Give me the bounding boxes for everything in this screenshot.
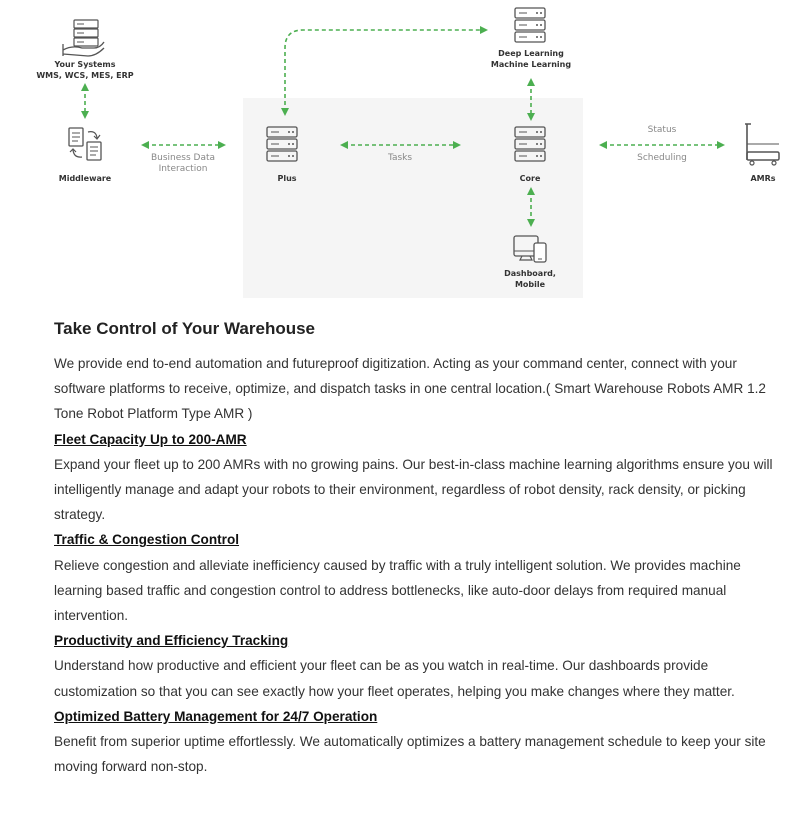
tasks-label: Tasks — [387, 153, 413, 163]
plus-label: Plus — [277, 174, 297, 183]
platform-panel — [243, 98, 583, 298]
business-data-label-2: Interaction — [158, 164, 208, 174]
core-label: Core — [519, 174, 541, 183]
status-label: Status — [647, 125, 677, 135]
diagram-graphics — [62, 7, 780, 298]
your-systems-title: Your Systems — [54, 60, 116, 69]
machine-learning-label: Machine Learning — [490, 60, 572, 69]
robot-icon — [745, 123, 780, 166]
middleware-label: Middleware — [58, 174, 112, 183]
connector-plus-deeplearning — [281, 26, 488, 116]
section-heading-productivity[interactable]: Productivity and Efficiency Tracking — [54, 633, 289, 649]
intro-paragraph: We provide end to-end automation and fut… — [54, 356, 766, 422]
section-body-productivity: Understand how productive and efficient … — [54, 658, 735, 699]
article-title: Take Control of Your Warehouse — [54, 319, 316, 338]
section-body-fleet-capacity: Expand your fleet up to 200 AMRs with no… — [54, 456, 773, 523]
article: Take Control of Your Warehouse We provid… — [54, 318, 774, 779]
section-heading-fleet-capacity[interactable]: Fleet Capacity Up to 200-AMR — [54, 431, 247, 447]
deeplearning-server-icon — [514, 7, 546, 43]
your-systems-subtitle: WMS, WCS, MES, ERP — [36, 71, 134, 80]
amrs-label: AMRs — [750, 174, 776, 183]
devices-icon — [513, 235, 547, 263]
hand-server-icon — [62, 19, 105, 57]
dashboard-label: Dashboard, — [504, 269, 556, 278]
section-body-traffic-control: Relieve congestion and alleviate ineffic… — [54, 557, 741, 624]
document-sync-icon — [68, 127, 102, 161]
section-body-battery: Benefit from superior uptime effortlessl… — [54, 734, 766, 775]
scheduling-label: Scheduling — [637, 153, 687, 163]
section-heading-battery[interactable]: Optimized Battery Management for 24/7 Op… — [54, 708, 378, 724]
deep-learning-label: Deep Learning — [498, 49, 564, 58]
business-data-label-1: Business Data — [150, 153, 216, 163]
article-body: We provide end to-end automation and fut… — [54, 351, 774, 779]
section-heading-traffic-control[interactable]: Traffic & Congestion Control — [54, 532, 240, 548]
mobile-label: Mobile — [514, 280, 546, 289]
architecture-diagram: Your Systems WMS, WCS, MES, ERP Middlewa… — [0, 0, 808, 300]
